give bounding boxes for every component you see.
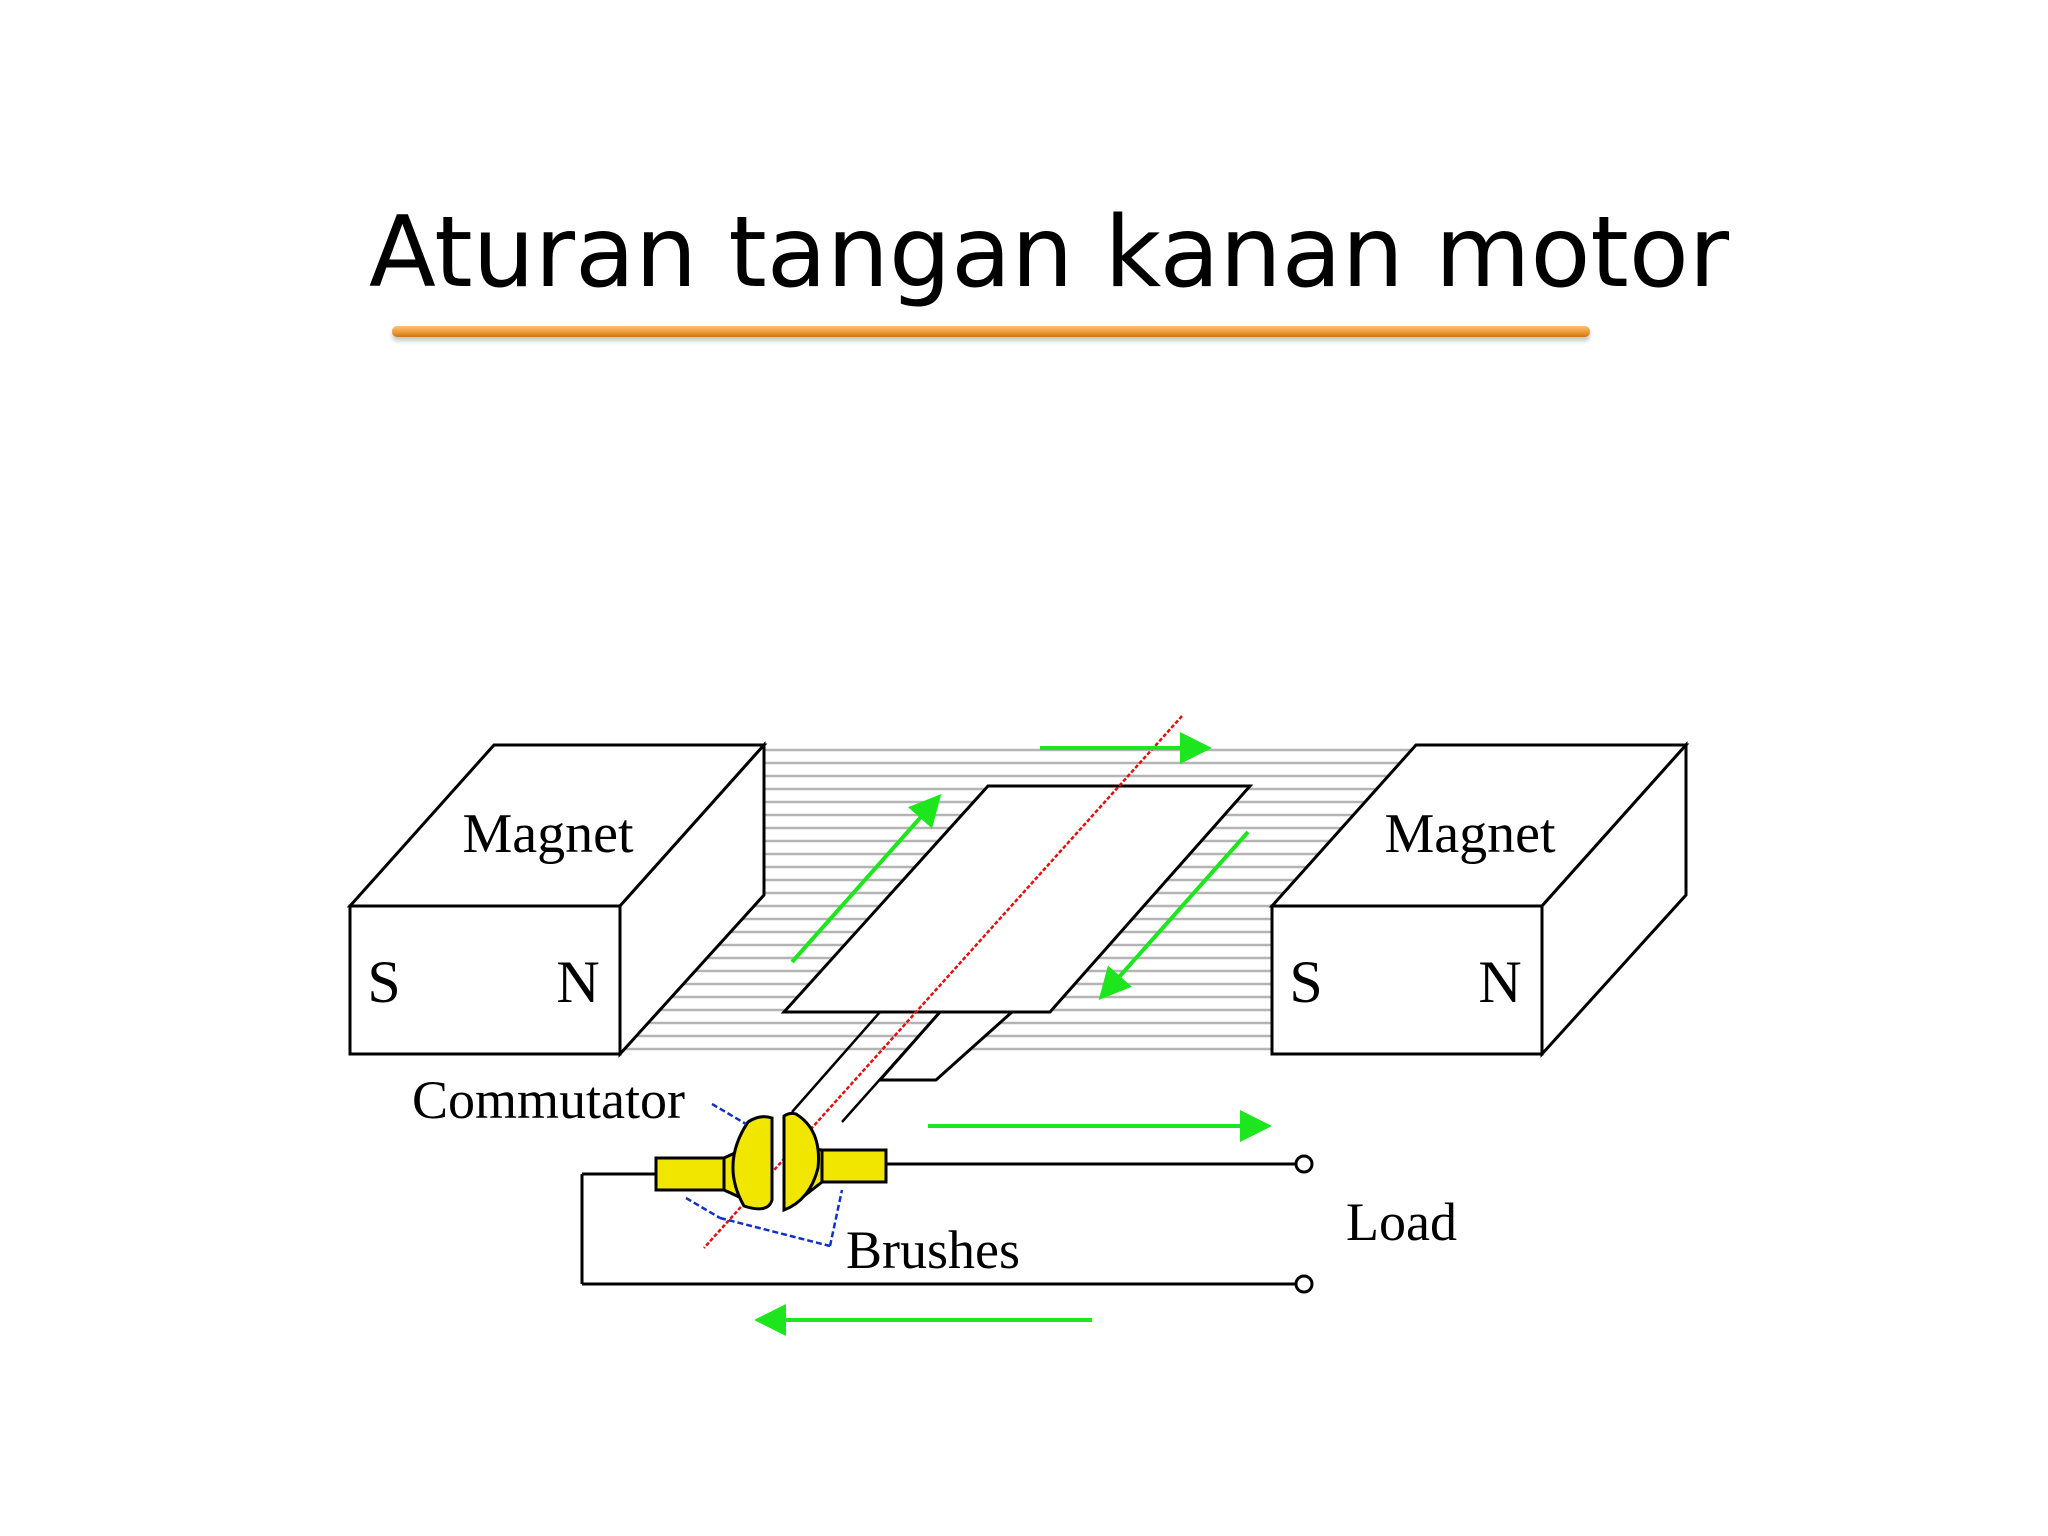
slide-title: Aturan tangan kanan motor — [368, 196, 1730, 310]
external-circuit — [580, 1162, 1296, 1286]
right-magnet — [1268, 741, 1690, 1058]
load-label: Load — [1346, 1192, 1457, 1252]
load-terminal-top — [1294, 1154, 1314, 1174]
arrow-loop-right — [1098, 830, 1250, 1000]
arrow-loop-left — [790, 794, 942, 964]
loop-leads — [791, 1011, 941, 1123]
title-underline — [392, 326, 1590, 337]
commutator — [654, 1111, 888, 1213]
brushes-leader-lines — [685, 1102, 844, 1248]
brushes-label: Brushes — [846, 1220, 1020, 1280]
left-magnet — [346, 741, 768, 1058]
right-magnet-label: Magnet — [1384, 803, 1556, 865]
commutator-label: Commutator — [412, 1070, 685, 1130]
left-magnet-pole-n: N — [556, 949, 599, 1015]
left-magnet-pole-s: S — [367, 949, 400, 1015]
current-arrows — [754, 732, 1272, 1336]
right-magnet-pole-n: N — [1478, 949, 1521, 1015]
right-magnet-pole-s: S — [1289, 949, 1322, 1015]
load-terminal-bottom — [1294, 1274, 1314, 1294]
left-magnet-label: Magnet — [462, 803, 634, 865]
